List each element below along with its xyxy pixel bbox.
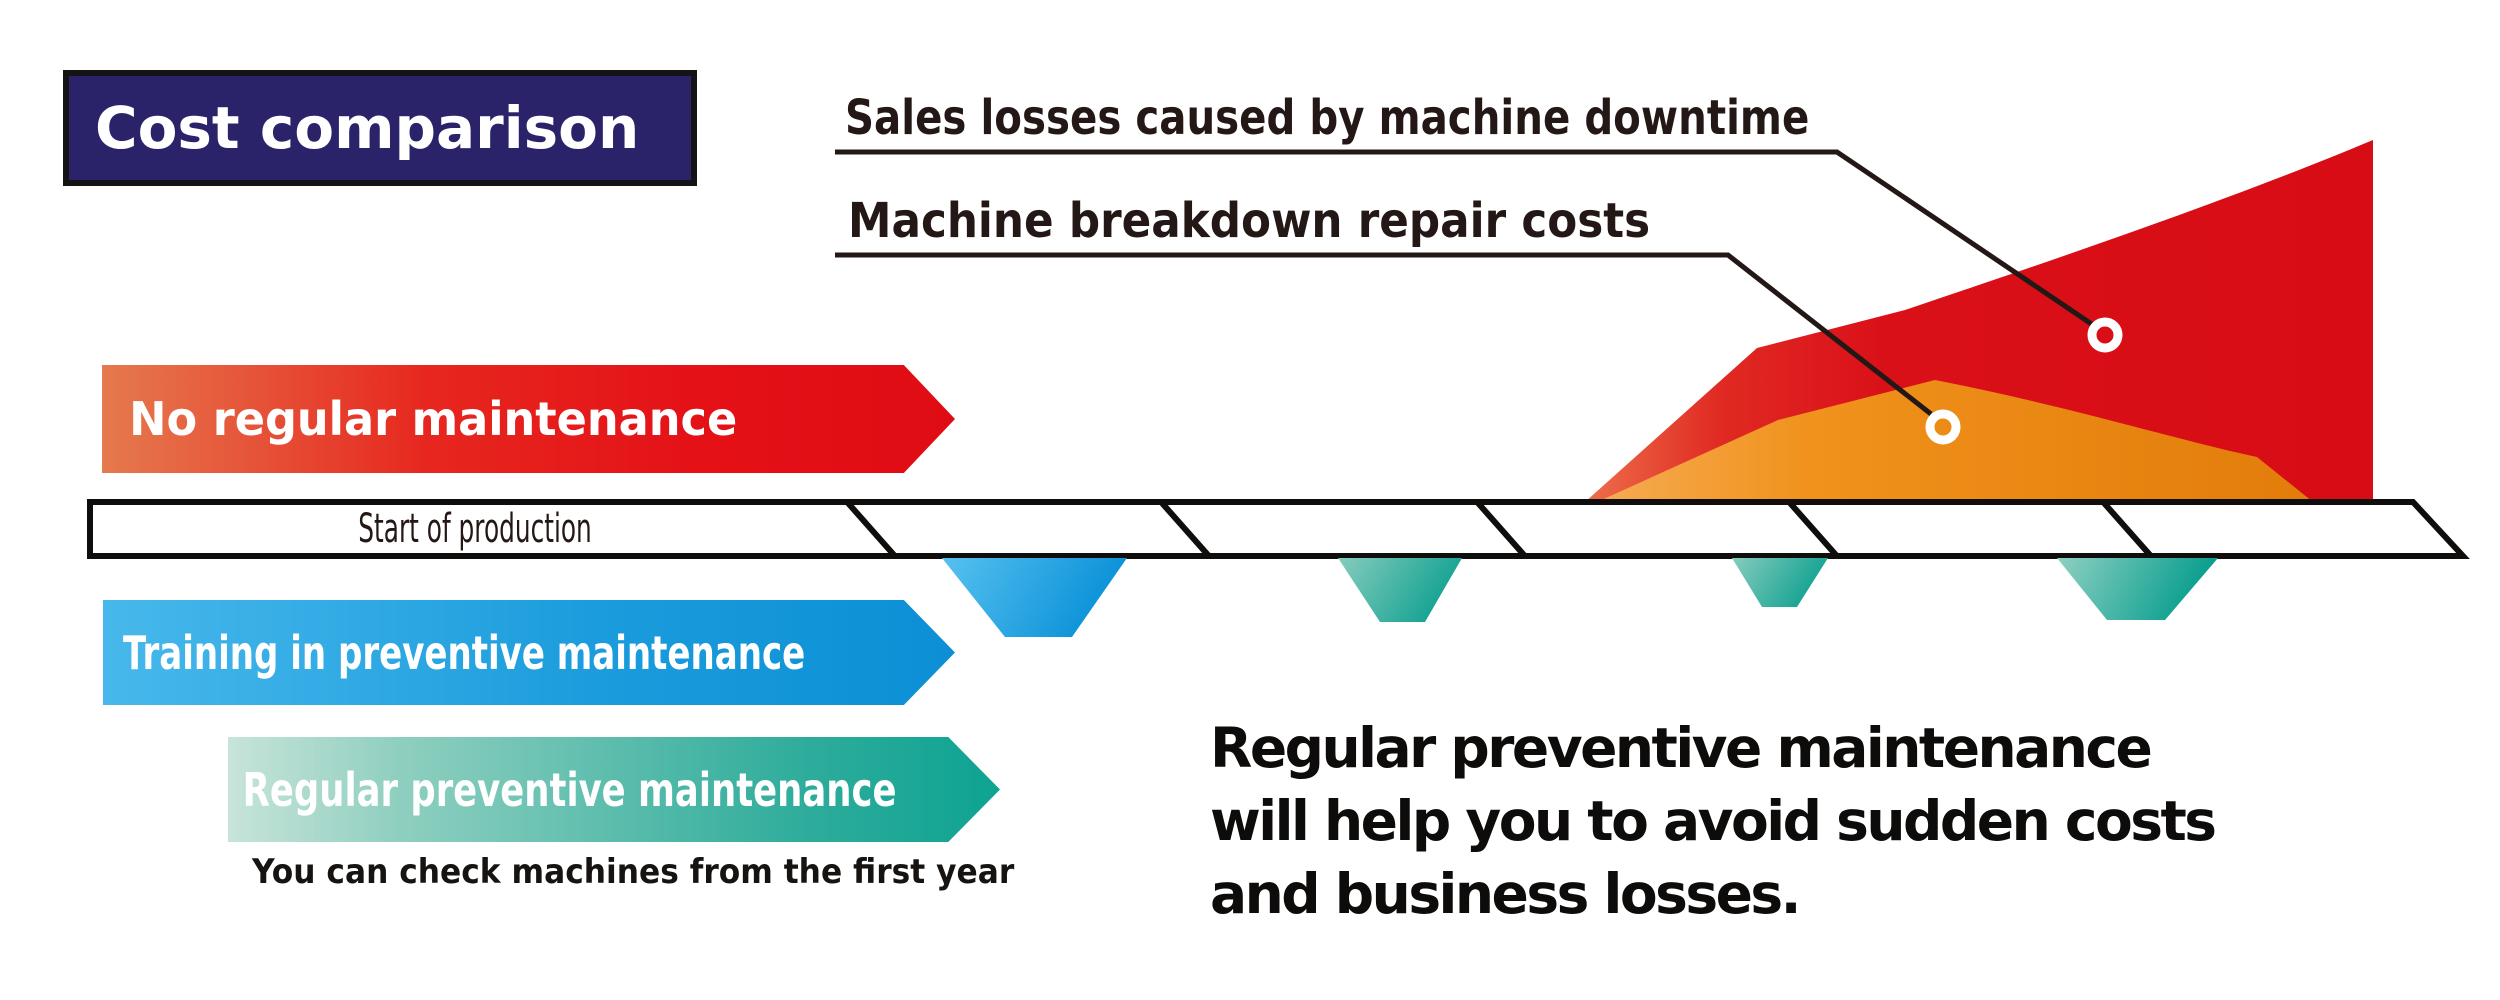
summary-message-line-2: will help you to avoid sudden costs (1210, 789, 2217, 853)
banner-training-preventive-maintenance: Training in preventive maintenance (103, 600, 955, 705)
first-year-note: You can check machines from the first ye… (252, 852, 1015, 892)
banner-training-preventive-maintenance-label: Training in preventive maintenance (122, 625, 806, 680)
checkpoint-marker-1 (942, 558, 1127, 637)
repair-cost-marker (1925, 409, 1961, 445)
repair-cost-area (1597, 380, 2313, 502)
banner-regular-preventive-maintenance: Regular preventive maintenance (228, 737, 1000, 842)
checkpoint-marker-2 (1338, 558, 1462, 622)
repair-cost-leader-line (835, 252, 1933, 416)
timeline-separator-2 (1159, 501, 1211, 557)
summary-message-line-3: and business losses. (1210, 862, 1802, 926)
timeline-separator-1 (845, 501, 897, 557)
summary-message: Regular preventive maintenance will help… (1210, 712, 2217, 931)
banner-regular-preventive-maintenance-label: Regular preventive maintenance (242, 762, 897, 817)
repair-cost-callout-label: Machine breakdown repair costs (848, 193, 1651, 249)
timeline-separator-4 (1787, 501, 1839, 557)
checkpoint-marker-3 (1732, 558, 1828, 607)
sales-loss-area (1585, 140, 2373, 502)
sales-loss-callout-label: Sales losses caused by machine downtime (845, 90, 1810, 146)
checkpoint-marker-4 (2057, 558, 2218, 620)
banner-no-regular-maintenance-label: No regular maintenance (129, 392, 738, 446)
sales-loss-marker (2087, 317, 2123, 353)
sales-loss-leader-line (835, 149, 2095, 328)
timeline-separator-5 (2101, 501, 2153, 557)
timeline-bar (87, 499, 2470, 559)
start-of-production-label: Start of production (358, 506, 592, 552)
page-title: Cost comparison (95, 94, 640, 162)
summary-message-line-1: Regular preventive maintenance (1210, 716, 2153, 780)
timeline-separator-3 (1475, 501, 1527, 557)
title-box: Cost comparison (63, 70, 697, 186)
timeline-separators (845, 501, 2153, 557)
banner-no-regular-maintenance: No regular maintenance (102, 365, 955, 473)
